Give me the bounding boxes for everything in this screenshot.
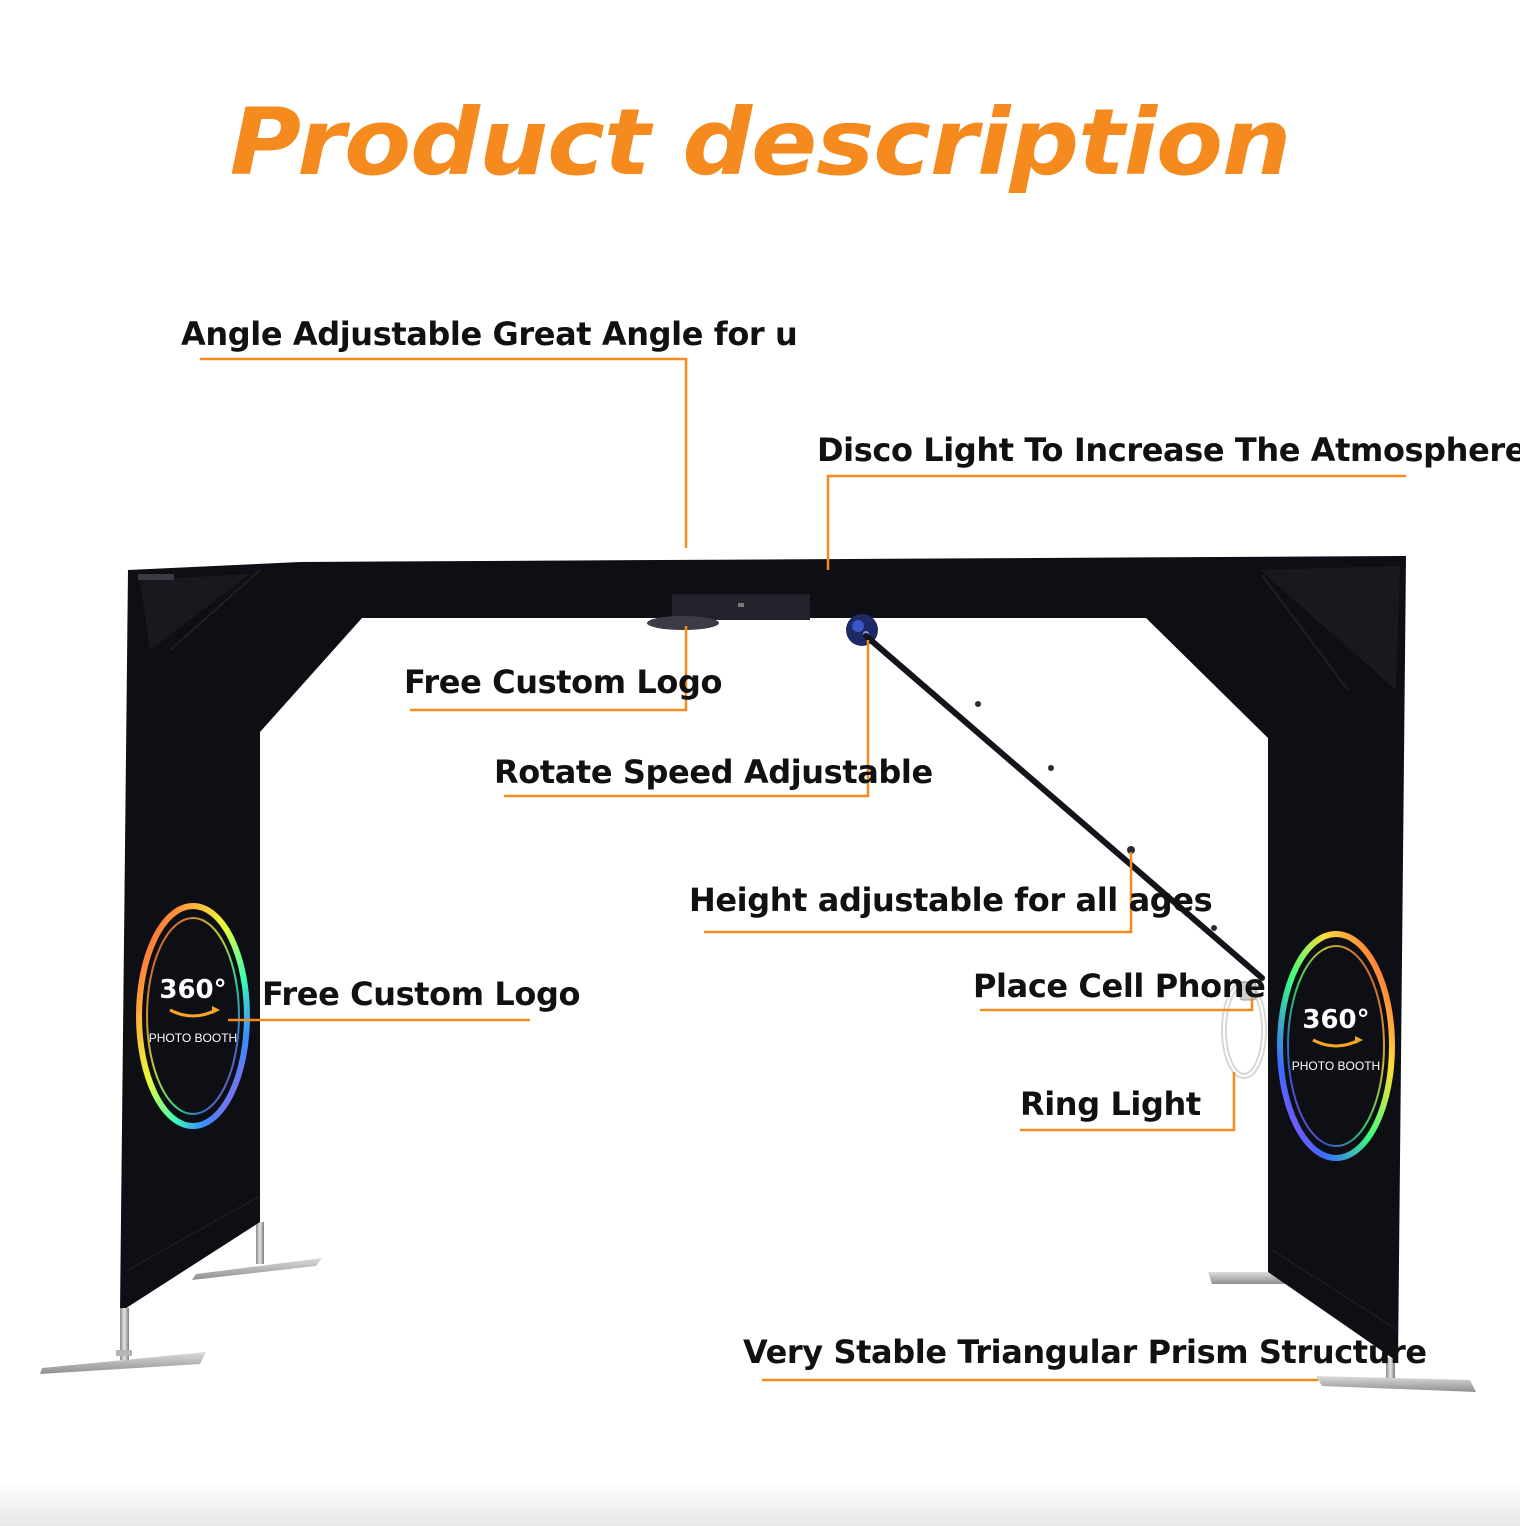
top-motor-unit: [647, 594, 810, 630]
callout-stable-structure: Very Stable Triangular Prism Structure: [743, 1333, 1427, 1371]
ring-light-icon: [1221, 981, 1267, 1079]
rotating-arm: [863, 633, 1265, 981]
logo-360-text: 360°: [159, 975, 226, 1005]
rear-feet: [192, 1222, 1290, 1284]
page-title: Product description: [229, 89, 1292, 196]
callout-angle-adjustable: Angle Adjustable Great Angle for u: [181, 315, 798, 353]
logo-photo-booth-text: PHOTO BOOTH: [149, 1031, 237, 1045]
callout-free-custom-logo-side: Free Custom Logo: [262, 975, 581, 1013]
left-banner-logo: 360° PHOTO BOOTH: [136, 903, 250, 1129]
callout-free-custom-logo-top: Free Custom Logo: [404, 663, 723, 701]
logo-photo-booth-text: PHOTO BOOTH: [1292, 1059, 1380, 1073]
right-banner-logo: 360° PHOTO BOOTH: [1277, 931, 1395, 1161]
callout-ring-light: Ring Light: [1020, 1085, 1201, 1123]
callout-leader-lines: [200, 357, 1406, 1382]
callout-place-cell-phone: Place Cell Phone: [973, 967, 1266, 1005]
arch-fabric: [120, 556, 1406, 1362]
bottom-fade: [0, 1480, 1520, 1526]
callout-rotate-speed: Rotate Speed Adjustable: [494, 753, 933, 791]
callout-height-adjustable: Height adjustable for all ages: [689, 881, 1213, 919]
callout-disco-light: Disco Light To Increase The Atmosphere: [817, 431, 1520, 469]
logo-360-text: 360°: [1302, 1005, 1369, 1035]
front-feet: [40, 1308, 1476, 1392]
